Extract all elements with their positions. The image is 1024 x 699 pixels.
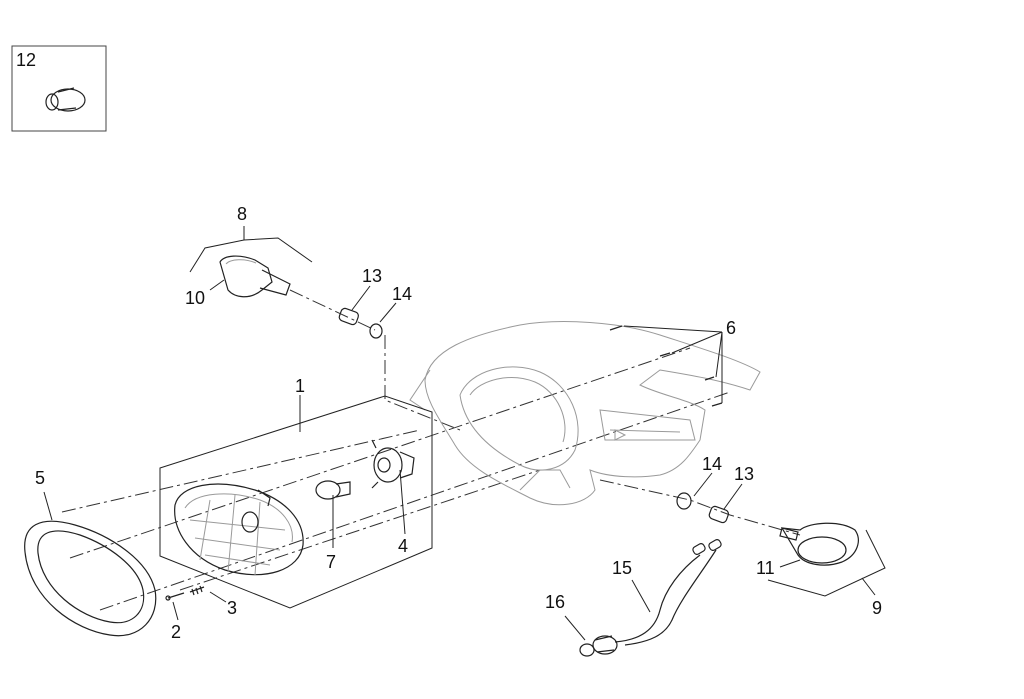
socket-4 xyxy=(371,439,415,489)
callout-labels: 12 8 10 13 14 6 1 5 14 13 4 7 11 15 3 9 … xyxy=(16,50,882,642)
handlebar-cover-ghost xyxy=(409,321,761,506)
screws-6 xyxy=(609,325,723,407)
callout-14-right: 14 xyxy=(702,454,722,474)
callout-16: 16 xyxy=(545,592,565,612)
screw-2 xyxy=(165,592,185,601)
headlight-lens xyxy=(174,483,304,576)
callout-1: 1 xyxy=(295,376,305,396)
callout-8: 8 xyxy=(237,204,247,224)
inset-box-12 xyxy=(11,45,107,132)
headlight-assembly-box xyxy=(159,395,433,609)
callout-10: 10 xyxy=(185,288,205,308)
callout-7: 7 xyxy=(326,552,336,572)
grommet-14-right xyxy=(676,492,692,510)
callout-4: 4 xyxy=(398,536,408,556)
assembly-center-lines xyxy=(61,289,801,611)
bulb-13-top xyxy=(338,307,359,326)
callout-2: 2 xyxy=(171,622,181,642)
callout-9: 9 xyxy=(872,598,882,618)
leader-lines xyxy=(43,226,886,641)
callout-12: 12 xyxy=(16,50,36,70)
right-indicator-11 xyxy=(779,522,859,566)
callout-13-top: 13 xyxy=(362,266,382,286)
callout-14-top: 14 xyxy=(392,284,412,304)
callout-5: 5 xyxy=(35,468,45,488)
bulb-12-icon xyxy=(45,87,86,112)
bulb-holder-16 xyxy=(579,635,618,657)
callout-13-right: 13 xyxy=(734,464,754,484)
spring-3 xyxy=(189,585,205,596)
headlight-rim xyxy=(24,520,157,637)
grommet-14-top xyxy=(369,323,383,339)
callout-15: 15 xyxy=(612,558,632,578)
wire-harness-15 xyxy=(614,539,722,646)
left-indicator-10 xyxy=(219,255,291,298)
callout-3: 3 xyxy=(227,598,237,618)
bulb-7 xyxy=(315,480,351,500)
bulb-13-right xyxy=(708,505,729,524)
callout-11: 11 xyxy=(756,558,775,578)
callout-6: 6 xyxy=(726,318,736,338)
